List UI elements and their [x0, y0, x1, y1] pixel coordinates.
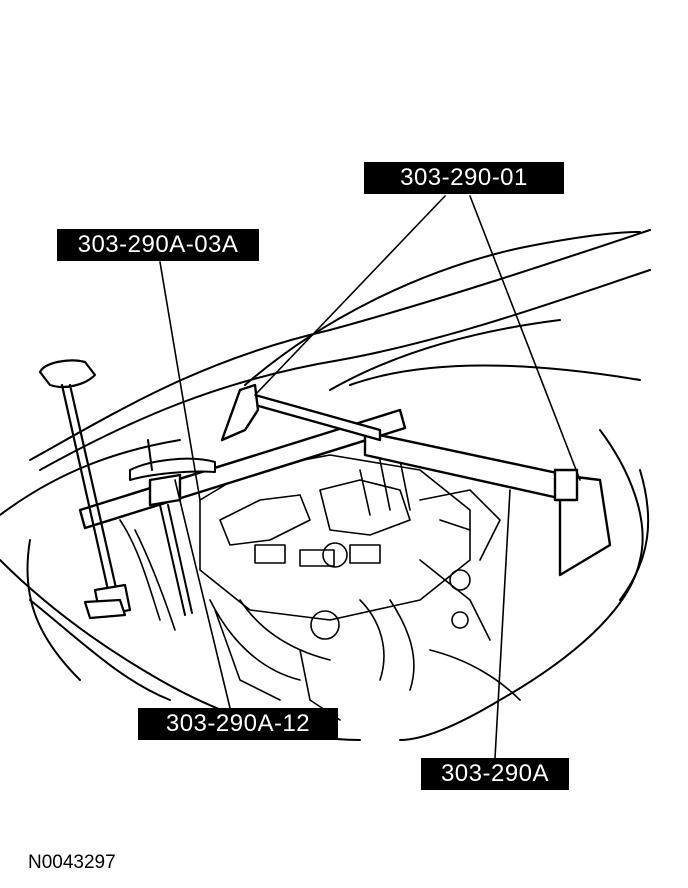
lifting-t-handle [38, 359, 132, 620]
callout-leaders [159, 195, 581, 759]
figure-identifier: N0043297 [28, 852, 116, 873]
callout-303-290a-03a: 303-290A-03A [57, 229, 259, 261]
vehicle-body-outline [0, 229, 651, 741]
hook-rod [129, 439, 216, 616]
callout-303-290a-12: 303-290A-12 [138, 708, 338, 740]
support-crossbar [78, 383, 612, 577]
callout-303-290a: 303-290A [421, 758, 569, 790]
callout-303-290-01: 303-290-01 [364, 162, 564, 194]
